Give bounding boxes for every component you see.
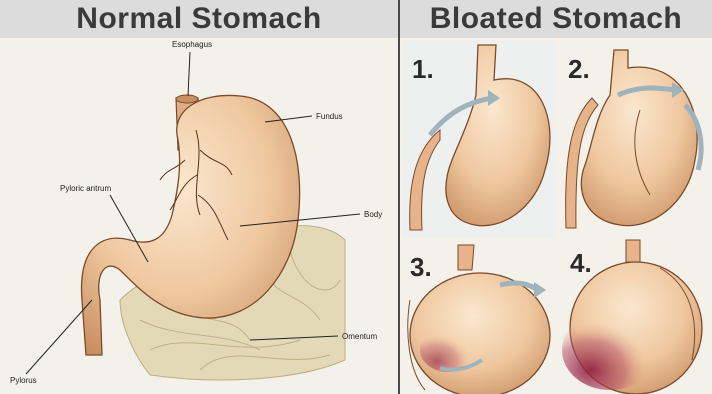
label-pyloric-antrum: Pyloric antrum	[60, 184, 111, 193]
label-omentum: Omentum	[342, 332, 377, 341]
bloated-stage-4: 4.	[562, 240, 702, 394]
normal-stomach-illustration: Esophagus Fundus Pyloric antrum Body Ome…	[10, 40, 382, 385]
stage-1-number: 1.	[412, 54, 434, 84]
stage-4-inflammation	[562, 310, 658, 390]
stage-2-number: 2.	[568, 54, 590, 84]
label-pylorus: Pylorus	[10, 376, 37, 385]
bloated-stage-3: 3.	[408, 245, 550, 394]
bloated-stage-1: 1.	[402, 40, 556, 238]
bloated-stage-2: 2.	[566, 50, 701, 228]
stage-3-number: 3.	[410, 252, 432, 282]
label-fundus: Fundus	[316, 112, 343, 121]
stage-4-number: 4.	[570, 248, 592, 278]
label-esophagus: Esophagus	[172, 40, 212, 49]
stage-2-stomach	[581, 50, 697, 226]
label-body: Body	[364, 210, 382, 219]
